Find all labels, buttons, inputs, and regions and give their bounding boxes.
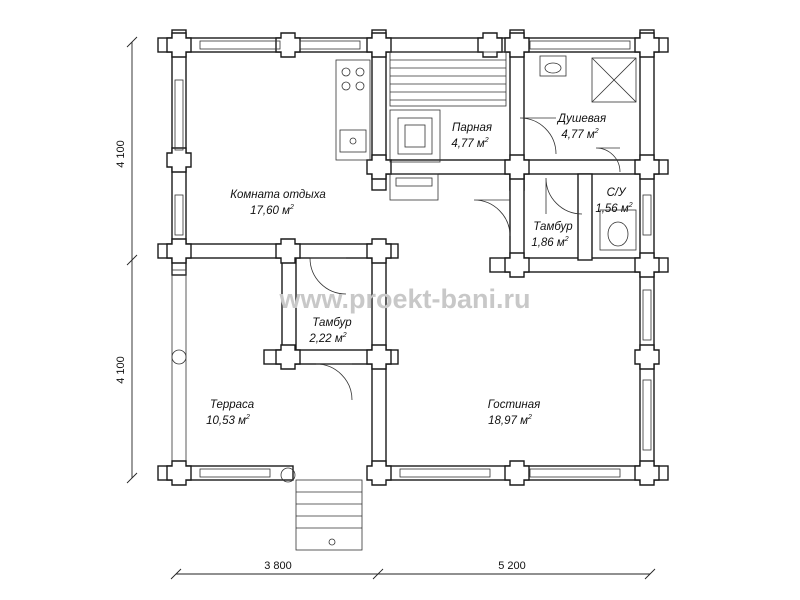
- log-corner: [275, 238, 301, 264]
- log-corner: [366, 32, 392, 58]
- log-corner: [366, 238, 392, 264]
- rest-room-area: 17,60 м2: [250, 204, 294, 217]
- log-corner: [366, 154, 392, 180]
- wc-name: С/У: [607, 187, 628, 199]
- entrance-stairs: [295, 479, 363, 551]
- log-corner: [275, 32, 301, 58]
- log-corner: [166, 147, 192, 173]
- dimension-labels: 4 100 4 100 3 800 5 200: [115, 140, 526, 572]
- shower-fixtures: [539, 55, 637, 251]
- vestibule-right-name: Тамбур: [533, 221, 573, 233]
- log-corner: [634, 344, 660, 370]
- log-corner: [166, 238, 192, 264]
- log-corner: [504, 154, 530, 180]
- log-corner: [634, 32, 660, 58]
- log-corner: [504, 252, 530, 278]
- log-corners: [166, 32, 660, 486]
- terrace-name: Терраса: [210, 399, 254, 411]
- log-corner: [504, 460, 530, 486]
- dim-bottom-right: 5 200: [498, 560, 526, 572]
- vestibule-center-name: Тамбур: [312, 317, 352, 329]
- vestibule-center-area: 2,22 м2: [308, 332, 346, 345]
- dim-left-top: 4 100: [115, 140, 127, 168]
- steam-bench: [389, 51, 507, 201]
- log-corner: [634, 460, 660, 486]
- watermark: www.proekt-bani.ru: [278, 284, 530, 314]
- terrace-posts: [171, 349, 296, 483]
- living-room-name: Гостиная: [488, 399, 541, 411]
- shower-name: Душевая: [556, 113, 606, 125]
- dimension-lines: [126, 36, 656, 580]
- log-corner: [275, 344, 301, 370]
- log-corner: [504, 32, 530, 58]
- steam-room-area: 4,77 м2: [451, 137, 488, 150]
- log-corner: [634, 252, 660, 278]
- windows: [174, 40, 652, 478]
- room-labels: Комната отдыха 17,60 м2 Парная 4,77 м2 Д…: [206, 113, 633, 427]
- dim-left-bottom: 4 100: [115, 356, 127, 384]
- vestibule-right-area: 1,86 м2: [531, 236, 568, 249]
- wc-area: 1,56 м2: [595, 202, 632, 215]
- log-corner: [366, 460, 392, 486]
- log-corner: [166, 32, 192, 58]
- dim-bottom-left: 3 800: [264, 560, 292, 572]
- log-corner: [634, 154, 660, 180]
- doors: [309, 117, 621, 401]
- terrace-area: 10,53 м2: [206, 414, 250, 427]
- kitchen-unit: [335, 59, 371, 161]
- log-corner: [166, 460, 192, 486]
- log-corner: [477, 32, 503, 58]
- living-room-area: 18,97 м2: [488, 414, 532, 427]
- log-corner: [366, 344, 392, 370]
- steam-room-name: Парная: [452, 122, 492, 134]
- rest-room-name: Комната отдыха: [230, 189, 326, 201]
- shower-area: 4,77 м2: [561, 128, 598, 141]
